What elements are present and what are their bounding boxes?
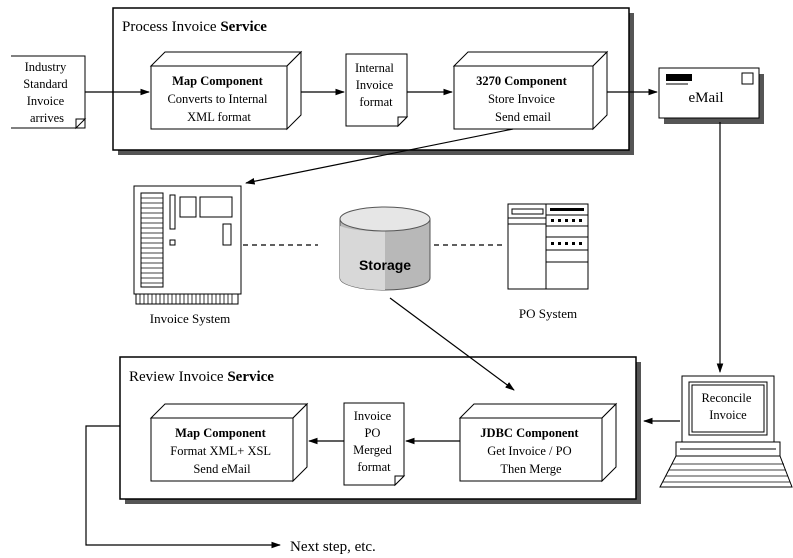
merged-doc-line-1: Invoice [354, 409, 392, 423]
industry-doc-line-3: Invoice [27, 94, 65, 108]
internal-invoice-document: Internal Invoice format [345, 53, 409, 128]
connectors [85, 88, 724, 549]
process-service-title: Process Invoice Service [122, 19, 267, 35]
component-3270-box: 3270 Component Store Invoice Send email [452, 50, 609, 131]
internal-doc-line-1: Internal [355, 61, 394, 75]
reconcile-computer-icon: Reconcile Invoice [659, 375, 793, 488]
map-component-1-title: Map Component [172, 74, 263, 88]
svg-text:Invoice PO Merged: Invoice PO Merged format [353, 409, 395, 474]
map-component-1-line-1: Converts to Internal [167, 92, 268, 106]
internal-doc-line-3: format [359, 95, 393, 109]
industry-doc-line-2: Standard [23, 77, 68, 91]
industry-doc-line-1: Industry [25, 60, 67, 74]
map-component-1-line-2: XML format [187, 110, 251, 124]
svg-text:Internal Invoice f: Internal Invoice format [355, 61, 397, 109]
svg-text:Map Component Converts t: Map Component Converts to Internal XML f… [167, 74, 270, 124]
map-component-format-box: Map Component Format XML+ XSL Send eMail [149, 402, 309, 483]
merged-invoice-po-document: Invoice PO Merged format [343, 402, 406, 487]
arrow-3270-to-invoice-system [245, 128, 514, 185]
storage-database-icon: Storage [339, 206, 431, 291]
svg-text:Industry Standard: Industry Standard Invoice arrives [23, 60, 71, 125]
merged-doc-line-3: Merged [353, 443, 392, 457]
svg-text:Reconcile Invoice: Reconcile Invoice [701, 391, 754, 422]
po-system-label: PO System [519, 306, 577, 321]
arrow-to-next-step [85, 425, 281, 549]
map-component-2-line-2: Send eMail [193, 462, 251, 476]
reconcile-line-1: Reconcile [701, 391, 751, 405]
jdbc-component-box: JDBC Component Get Invoice / PO Then Mer… [458, 402, 618, 483]
internal-doc-line-2: Invoice [356, 78, 394, 92]
po-system-server-icon [507, 203, 589, 290]
arrow-storage-to-jdbc [389, 297, 515, 391]
industry-invoice-document: Industry Standard Invoice arrives [11, 55, 87, 130]
map-component-2-line-1: Format XML+ XSL [170, 444, 270, 458]
map-component-convert-box: Map Component Converts to Internal XML f… [149, 50, 303, 131]
merged-doc-line-2: PO [364, 426, 380, 440]
jdbc-component-line-1: Get Invoice / PO [487, 444, 571, 458]
svg-text:JDBC Component Get Invoi: JDBC Component Get Invoice / PO Then Mer… [480, 426, 581, 476]
next-step-label: Next step, etc. [290, 539, 376, 555]
reconcile-line-2: Invoice [709, 408, 747, 422]
component-3270-line-2: Send email [495, 110, 551, 124]
component-3270-line-1: Store Invoice [488, 92, 555, 106]
email-label: eMail [689, 90, 724, 106]
svg-text:3270 Component Store Inv: 3270 Component Store Invoice Send email [476, 74, 570, 124]
svg-text:Map Component Format XML: Map Component Format XML+ XSL Send eMail [170, 426, 273, 476]
merged-doc-line-4: format [357, 460, 391, 474]
email-envelope-icon: eMail [658, 67, 764, 124]
storage-label: Storage [359, 257, 411, 273]
industry-doc-line-4: arrives [30, 111, 64, 125]
invoice-system-server-icon [133, 185, 242, 305]
component-3270-title: 3270 Component [476, 74, 567, 88]
review-service-title: Review Invoice Service [129, 369, 274, 385]
map-component-2-title: Map Component [175, 426, 266, 440]
jdbc-component-title: JDBC Component [480, 426, 579, 440]
jdbc-component-line-2: Then Merge [500, 462, 562, 476]
invoice-system-label: Invoice System [150, 311, 231, 326]
